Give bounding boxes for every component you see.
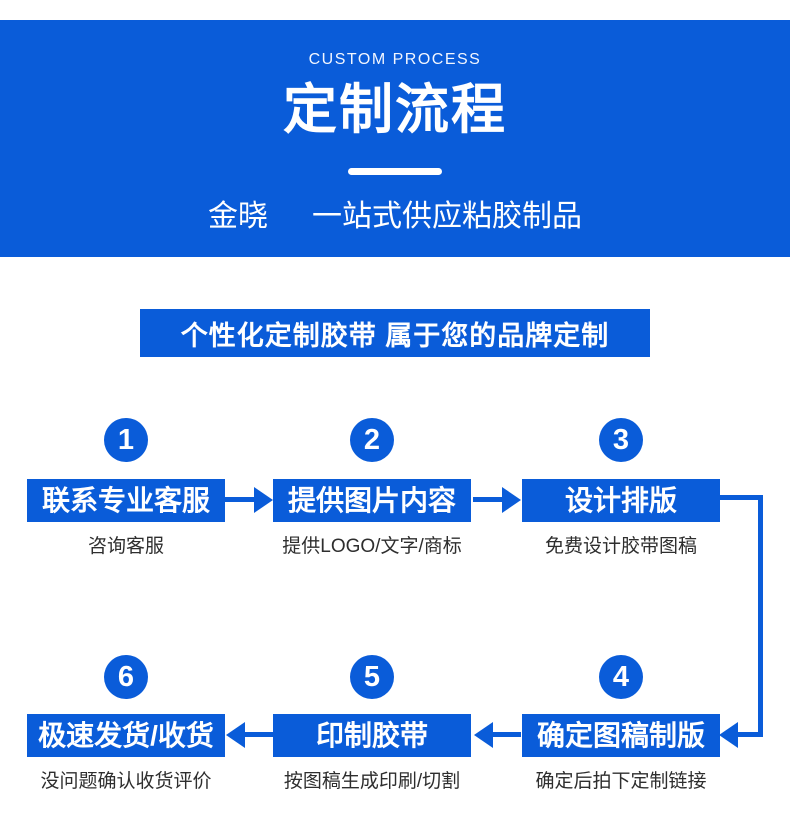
connector-top-segment: [720, 495, 763, 500]
step-1-description: 咨询客服: [87, 536, 164, 557]
step-3: 3 设计排版 免费设计胶带图稿: [522, 418, 720, 558]
connector-vertical-segment: [758, 495, 763, 737]
title-divider: [348, 168, 442, 175]
arrow-left-icon-connector-head: [719, 722, 738, 748]
step-5-description: 按图稿生成印刷/切割: [283, 771, 461, 792]
hero-header: CUSTOM PROCESS 定制流程 金晓 一站式供应粘胶制品: [0, 20, 790, 257]
step-6-description: 没问题确认收货评价: [40, 771, 212, 792]
arrow-right-icon-step1-to-step2: [225, 487, 273, 513]
step-4-number-badge: 4: [599, 655, 643, 699]
step-4-label: 确定图稿制版: [522, 714, 720, 757]
step-4-description: 确定后拍下定制链接: [535, 771, 707, 792]
step-2: 2 提供图片内容 提供LOGO/文字/商标: [273, 418, 471, 558]
step-5-number-badge: 5: [350, 655, 394, 699]
connector-bottom-segment: [736, 732, 763, 737]
step-2-description: 提供LOGO/文字/商标: [282, 536, 462, 557]
step-4: 4 确定图稿制版 确定后拍下定制链接: [522, 655, 720, 793]
eyebrow-text: CUSTOM PROCESS: [308, 51, 482, 68]
step-1-number-badge: 1: [104, 418, 148, 462]
brand-tagline: 一站式供应粘胶制品: [312, 200, 582, 233]
page-title: 定制流程: [283, 80, 507, 140]
step-3-description: 免费设计胶带图稿: [544, 536, 697, 557]
step-1-label: 联系专业客服: [27, 479, 225, 522]
step-5: 5 印制胶带 按图稿生成印刷/切割: [273, 655, 471, 793]
step-2-number-badge: 2: [350, 418, 394, 462]
brand-name: 金晓: [208, 200, 268, 233]
step-6: 6 极速发货/收货 没问题确认收货评价: [27, 655, 225, 793]
arrow-left-icon-step5-to-step6: [226, 722, 273, 748]
step-6-number-badge: 6: [104, 655, 148, 699]
hero-subtitle: 金晓 一站式供应粘胶制品: [0, 191, 790, 235]
step-3-label: 设计排版: [522, 479, 720, 522]
step-6-label: 极速发货/收货: [27, 714, 225, 757]
step-1: 1 联系专业客服 咨询客服: [27, 418, 225, 558]
step-3-number-badge: 3: [599, 418, 643, 462]
arrow-right-icon-step2-to-step3: [473, 487, 521, 513]
section-banner-text: 个性化定制胶带 属于您的品牌定制: [180, 320, 610, 351]
section-banner: 个性化定制胶带 属于您的品牌定制: [140, 309, 650, 357]
arrow-left-icon-step4-to-step5: [474, 722, 521, 748]
step-5-label: 印制胶带: [273, 714, 471, 757]
step-2-label: 提供图片内容: [273, 479, 471, 522]
